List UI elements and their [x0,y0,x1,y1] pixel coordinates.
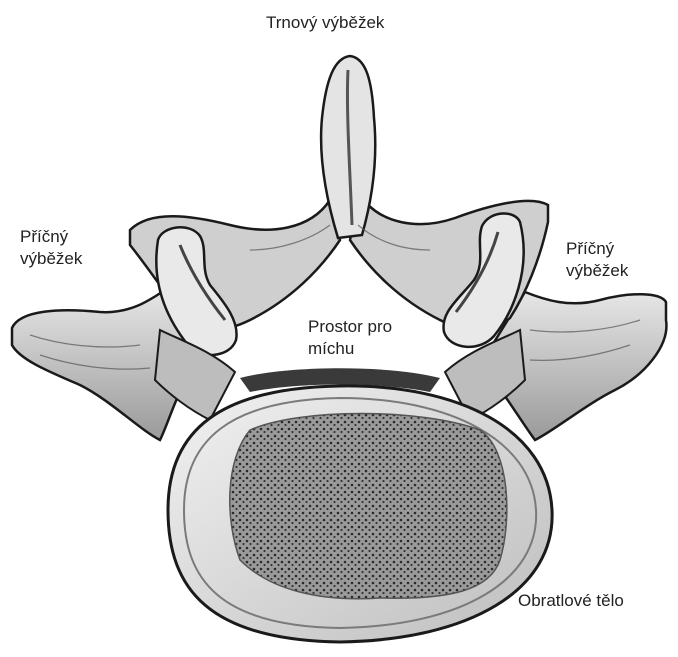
label-spinous-process: Trnový výběžek [266,12,384,34]
label-transverse-left-line1: Příčný [20,226,82,248]
label-spinal-canal: Prostor pro míchu [308,316,392,360]
label-transverse-right-line1: Příčný [566,238,628,260]
label-transverse-process-right: Příčný výběžek [566,238,628,282]
cancellous-bone [230,414,507,599]
label-spinal-canal-line2: míchu [308,338,392,360]
label-spinal-canal-line1: Prostor pro [308,316,392,338]
label-transverse-left-line2: výběžek [20,248,82,270]
label-transverse-right-line2: výběžek [566,260,628,282]
label-spinous-process-text: Trnový výběžek [266,12,384,34]
label-vertebral-body-text: Obratlové tělo [518,590,624,612]
label-vertebral-body: Obratlové tělo [518,590,624,612]
label-transverse-process-left: Příčný výběžek [20,226,82,270]
